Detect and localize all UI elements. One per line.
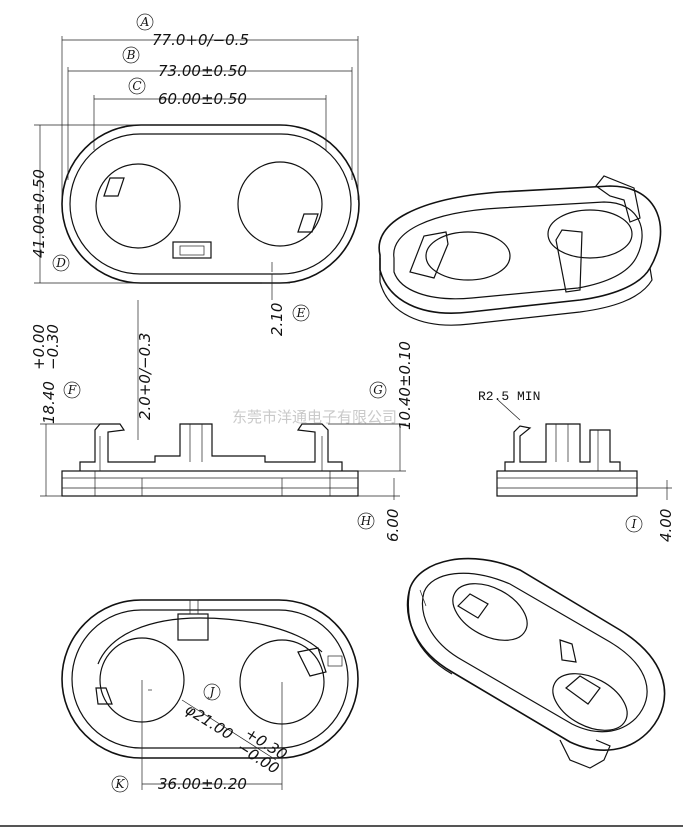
top-center-tab-inner <box>179 245 205 256</box>
top-view <box>61 124 360 284</box>
marker-j: J <box>207 685 216 699</box>
dim-height-1840-value: 18.40 <box>40 381 58 424</box>
dim-1040-value: 10.40±0.10 <box>396 341 414 430</box>
top-left-clip <box>103 177 125 197</box>
side-view: R2.5 MIN <box>478 389 638 497</box>
dim-height-1840-tol-up: +0.00 <box>30 324 48 370</box>
dim-400-value: 4.00 <box>657 509 675 542</box>
dim-20: 2.0+0/−0.3 <box>136 300 154 440</box>
marker-e: E <box>296 306 306 320</box>
top-outer-outline <box>61 124 360 284</box>
marker-k: K <box>115 777 126 791</box>
dim-20-value: 2.0+0/−0.3 <box>136 333 154 420</box>
marker-b: B <box>126 48 136 62</box>
iso-bottom-view <box>406 557 666 769</box>
top-center-tab <box>172 241 212 259</box>
dim-1040: 10.40±0.10 G <box>328 341 414 472</box>
top-right-clip <box>297 213 319 233</box>
marker-d: D <box>55 256 66 270</box>
dim-pitch-value: 36.00±0.20 <box>158 775 247 793</box>
dim-c: C 60.00±0.50 <box>93 77 327 150</box>
dim-600-value: 6.00 <box>384 509 402 542</box>
dim-b-value: 73.00±0.50 <box>158 62 247 80</box>
dim-400: 4.00 I <box>625 480 675 542</box>
bottom-view <box>61 599 359 790</box>
marker-g: G <box>373 383 383 397</box>
top-inner-outline <box>69 133 352 275</box>
dim-height-1840-tol-down: −0.30 <box>44 324 62 370</box>
marker-f: F <box>67 383 77 397</box>
dim-height-41: 41.00±0.50 D <box>30 124 150 284</box>
dim-a-value: 77.0+0/−0.5 <box>152 31 249 49</box>
dim-600: 6.00 H <box>357 478 402 542</box>
dim-height-1840: 18.40 +0.00 −0.30 F <box>30 324 100 497</box>
marker-h: H <box>360 514 372 528</box>
dim-e: 2.10 E <box>262 274 310 336</box>
dim-diameter-value: φ21.00 <box>182 700 236 743</box>
marker-i: I <box>631 517 637 531</box>
marker-a: A <box>140 15 150 29</box>
watermark: 东莞市洋通电子有限公司 <box>232 408 397 426</box>
dim-c-value: 60.00±0.50 <box>158 90 247 108</box>
note-radius: R2.5 MIN <box>478 389 540 404</box>
dim-a: A 77.0+0/−0.5 <box>61 13 359 200</box>
dim-pitch: 36.00±0.20 K <box>111 775 282 793</box>
dim-height-41-value: 41.00±0.50 <box>30 169 48 258</box>
top-right-cell-hole <box>237 161 323 247</box>
dim-b: B 73.00±0.50 <box>67 46 353 180</box>
dim-diameter: φ21.00 +0.30 −0.00 J <box>181 683 290 778</box>
front-view <box>61 423 359 497</box>
marker-c: C <box>132 79 141 93</box>
iso-top-view <box>378 175 662 326</box>
dim-e-value: 2.10 <box>268 303 286 336</box>
top-left-cell-hole <box>95 163 181 249</box>
